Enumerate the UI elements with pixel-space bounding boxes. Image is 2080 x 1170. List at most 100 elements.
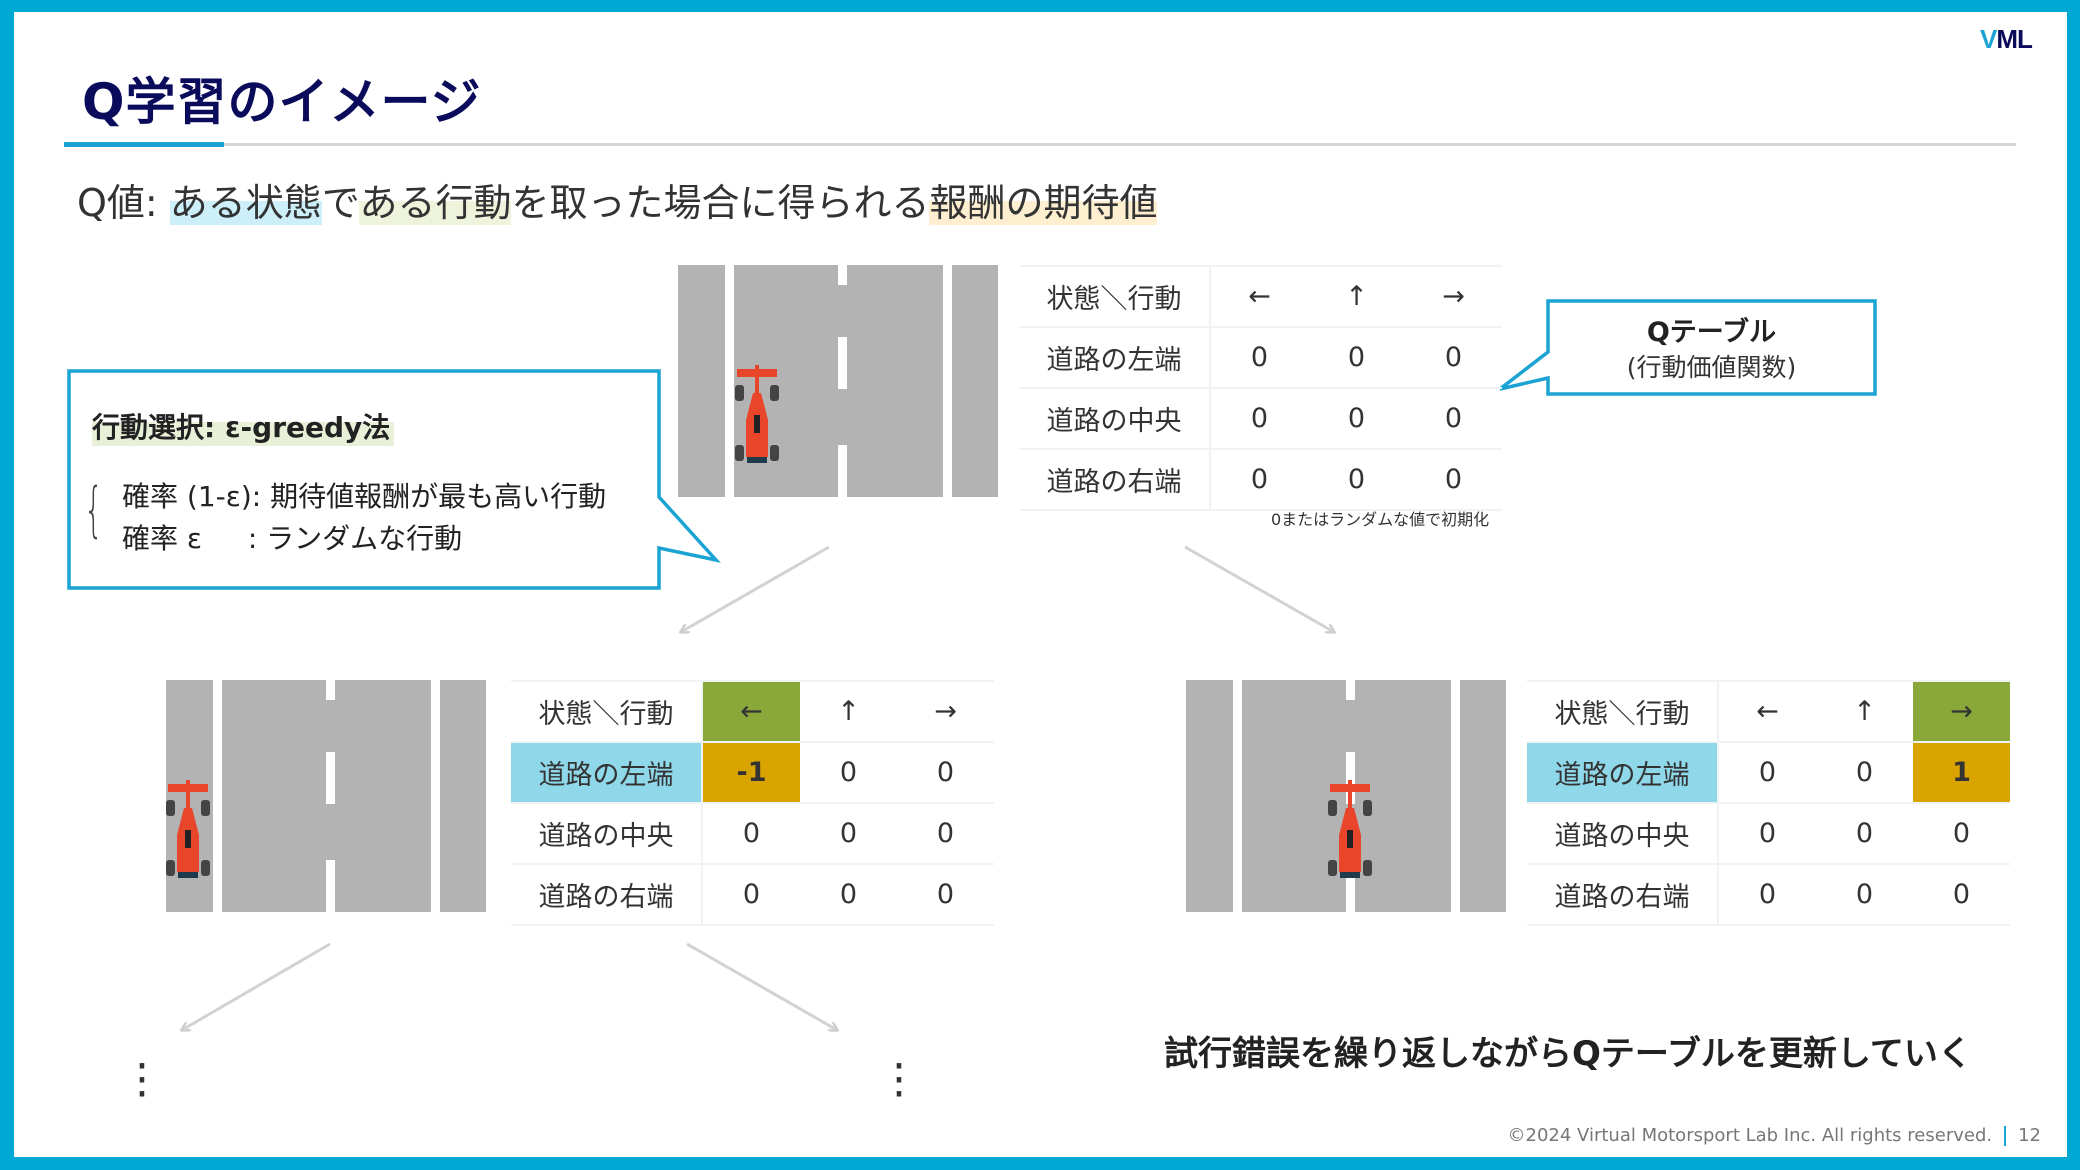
road-diagram: [678, 265, 998, 497]
race-car-icon: [1328, 780, 1372, 878]
state-cell: 道路の左端: [1019, 327, 1211, 389]
q-value-cell: 0: [897, 742, 994, 804]
title-divider-accent: [64, 142, 224, 147]
lane-dash: [838, 445, 847, 497]
state-cell: 道路の中央: [1527, 803, 1719, 865]
q-value-cell: 0: [1913, 803, 2010, 865]
race-car-icon: [735, 365, 779, 463]
page-title: Q学習のイメージ: [82, 73, 482, 131]
arrow-down-left: [681, 545, 830, 632]
road-shoulder-left: [1186, 680, 1233, 912]
arrow-down-left: [182, 942, 331, 1030]
title-divider: [64, 143, 2016, 146]
lane-dash: [326, 860, 335, 912]
road-diagram: [166, 680, 486, 912]
table-header-row: 状態＼行動←↑→: [1019, 265, 1502, 328]
q-value-cell: -1: [702, 742, 800, 804]
road-shoulder-left: [678, 265, 725, 497]
exploit-rule: 確率 (1-ε): 期待値報酬が最も高い行動: [122, 480, 607, 513]
page-number: 12: [2018, 1125, 2041, 1146]
road-shoulder-right: [440, 680, 486, 912]
q-table-callout-title: Qテーブル: [1646, 317, 1777, 348]
state-cell: 道路の右端: [511, 864, 703, 926]
q-value-cell: 1: [1913, 742, 2010, 804]
q-value-cell: 0: [1308, 449, 1405, 511]
q-value-cell: 0: [1718, 864, 1816, 926]
q-value-cell: 0: [1405, 327, 1502, 389]
action-header-cell: →: [897, 680, 994, 743]
arrow-down-right: [686, 942, 837, 1030]
action-header-cell: →: [1913, 680, 2010, 743]
q-value-cell: 0: [800, 864, 897, 926]
table-header-row: 状態＼行動←↑→: [1527, 680, 2010, 743]
q-value-cell: 0: [1405, 449, 1502, 511]
header-cell: 状態＼行動: [1527, 680, 1719, 743]
header-cell: 状態＼行動: [1019, 265, 1211, 328]
action-header-cell: →: [1405, 265, 1502, 328]
q-table-callout-subtitle: (行動価値関数): [1626, 353, 1797, 382]
state-cell: 道路の中央: [1019, 388, 1211, 450]
q-value-cell: 0: [1816, 742, 1913, 804]
epsilon-greedy-heading: 行動選択: ε-greedy法: [92, 406, 395, 446]
q-value-cell: 0: [897, 864, 994, 926]
action-header-cell: ←: [1718, 680, 1816, 743]
action-header-cell: ←: [702, 680, 800, 743]
q-value-cell: 0: [1210, 449, 1308, 511]
race-car-icon: [166, 780, 210, 878]
state-cell: 道路の中央: [511, 803, 703, 865]
continuation-dots: ···: [892, 1041, 906, 1120]
lane-dash: [326, 680, 335, 700]
action-header-cell: ←: [1210, 265, 1308, 328]
road-shoulder-right: [952, 265, 998, 497]
lane-dash: [326, 752, 335, 804]
lane-dash: [1346, 752, 1355, 804]
q-value-cell: 0: [702, 803, 800, 865]
q-value-cell: 0: [1718, 803, 1816, 865]
action-header-cell: ↑: [800, 680, 897, 743]
brace: {: [84, 475, 104, 545]
lane-dash: [838, 265, 847, 285]
q-value-definition: Q値: ある状態である行動を取った場合に得られる報酬の期待値: [77, 181, 1158, 225]
table-header-row: 状態＼行動←↑→: [511, 680, 994, 743]
explore-rule: 確率 ε : ランダムな行動: [122, 522, 463, 555]
state-cell: 道路の右端: [1019, 449, 1211, 511]
road-diagram: [1186, 680, 1506, 912]
footer: ©2024 Virtual Motorsport Lab Inc. All ri…: [1507, 1125, 2041, 1146]
q-value-cell: 0: [1816, 803, 1913, 865]
q-value-cell: 0: [1210, 327, 1308, 389]
action-header-cell: ↑: [1308, 265, 1405, 328]
q-value-cell: 0: [702, 864, 800, 926]
slide: Q学習のイメージ VML Q値: ある状態である行動を取った場合に得られる報酬の…: [14, 12, 2067, 1157]
action-header-cell: ↑: [1816, 680, 1913, 743]
state-cell: 道路の左端: [1527, 742, 1719, 804]
continuation-dots: ···: [135, 1041, 149, 1120]
q-value-cell: 0: [1210, 388, 1308, 450]
lane-dash: [1346, 860, 1355, 912]
connectors: [67, 299, 1877, 1157]
init-note: 0またはランダムな値で初期化: [1271, 510, 1490, 529]
q-value-cell: 0: [1816, 864, 1913, 926]
q-value-cell: 0: [1405, 388, 1502, 450]
q-value-cell: 0: [1913, 864, 2010, 926]
q-value-cell: 0: [1308, 327, 1405, 389]
q-value-cell: 0: [897, 803, 994, 865]
road-shoulder-right: [1460, 680, 1506, 912]
arrow-down-right: [1184, 545, 1334, 632]
state-cell: 道路の右端: [1527, 864, 1719, 926]
lane-dash: [838, 337, 847, 389]
summary-message: 試行錯誤を繰り返しながらQテーブルを更新していく: [1164, 1034, 1972, 1074]
q-value-cell: 0: [1718, 742, 1816, 804]
lane-dash: [1346, 680, 1355, 700]
state-cell: 道路の左端: [511, 742, 703, 804]
